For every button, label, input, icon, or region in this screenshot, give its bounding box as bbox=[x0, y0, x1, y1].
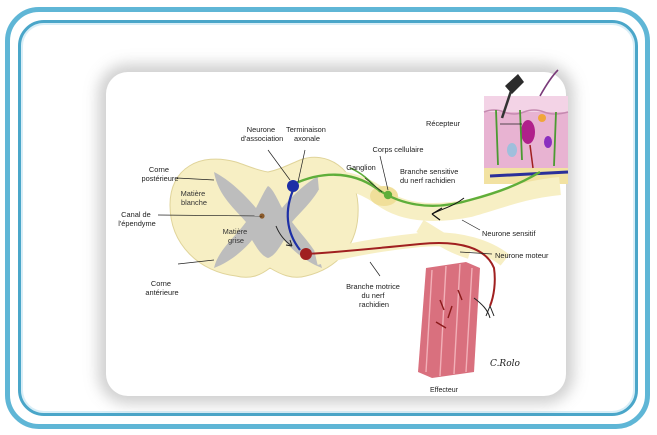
label-neurone-sensitif: Neurone sensitif bbox=[482, 229, 536, 238]
muscle-effector bbox=[418, 262, 480, 378]
label-matiere-blanche: Matière blanche bbox=[181, 189, 208, 207]
label-neurone-association: Neurone d'association bbox=[241, 125, 284, 143]
label-effecteur: Effecteur bbox=[430, 387, 459, 394]
label-terminaison-axonale: Terminaison axonale bbox=[286, 125, 328, 143]
label-recepteur: Récepteur bbox=[426, 119, 461, 128]
label-ganglion: Ganglion bbox=[346, 163, 376, 172]
signature: C.Rolo bbox=[490, 359, 520, 369]
label-corps-cellulaire: Corps cellulaire bbox=[373, 145, 424, 154]
skin-receptor-block bbox=[484, 70, 568, 184]
label-corne-anterieure: Corne antérieure bbox=[145, 279, 178, 297]
label-neurone-moteur: Neurone moteur bbox=[495, 251, 549, 260]
label-branche-sensitive: Branche sensitive du nerf rachidien bbox=[400, 167, 460, 185]
label-canal-ependyme: Canal de l'épendyme bbox=[118, 210, 156, 228]
label-corne-posterieure: Corne postérieure bbox=[142, 165, 179, 183]
label-branche-motrice: Branche motrice du nerf rachidien bbox=[346, 282, 402, 309]
